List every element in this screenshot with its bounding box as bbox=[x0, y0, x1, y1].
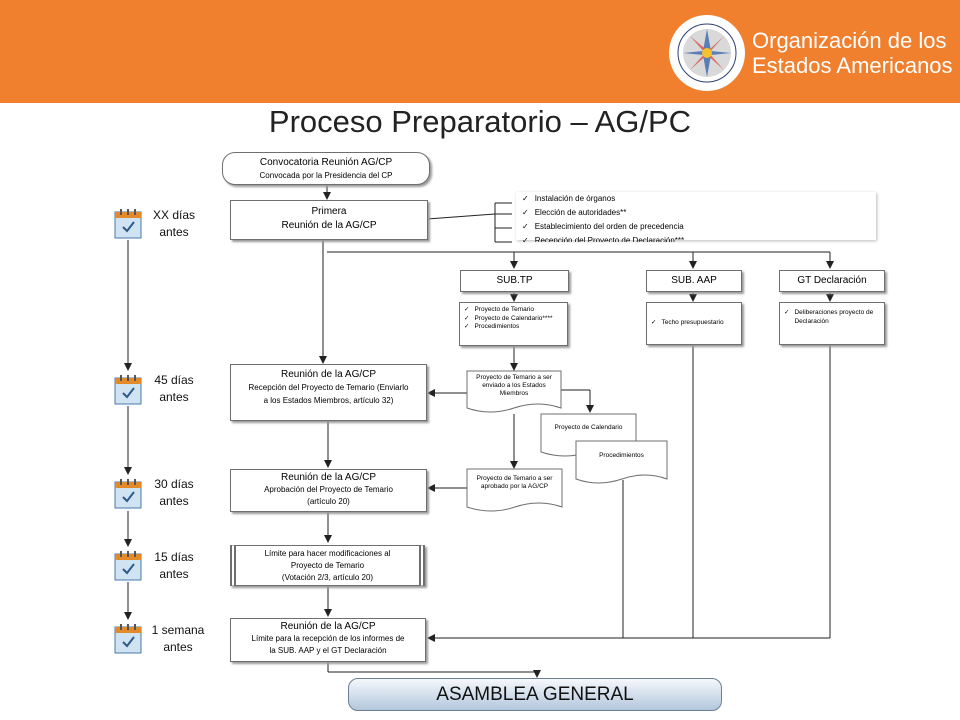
calendar-icon bbox=[114, 624, 142, 654]
doc-proyecto-calendario: Proyecto de Calendario bbox=[554, 424, 623, 431]
convocatoria-title: Convocatoria Reunión AG/CP bbox=[259, 157, 393, 168]
primera-checklist: Instalación de órganos Elección de autor… bbox=[516, 192, 876, 242]
calendar-icon bbox=[114, 479, 142, 509]
timeline-label-line1: XX días bbox=[152, 208, 196, 222]
oas-seal-icon bbox=[669, 15, 745, 91]
timeline-label-line1: 1 semana bbox=[151, 623, 205, 637]
reunion-45-box: Reunión de la AG/CP Recepción del Proyec… bbox=[230, 364, 427, 421]
timeline-label: 15 días antes bbox=[139, 549, 209, 583]
reunion-1-semana-box: Reunión de la AG/CP Límite para la recep… bbox=[230, 618, 426, 662]
timeline-label-line1: 15 días bbox=[154, 550, 194, 564]
timeline-label: 1 semana antes bbox=[143, 622, 213, 656]
convocatoria-subtitle: Convocada por la Presidencia del CP bbox=[259, 171, 393, 180]
sub-tp-item: Proyecto de Temario bbox=[464, 306, 564, 315]
timeline-label-line2: antes bbox=[159, 494, 189, 508]
reunion-30-line2: Aprobación del Proyecto de Temario bbox=[264, 485, 393, 494]
primera-line2: Reunión de la AG/CP bbox=[281, 220, 377, 231]
page-title: Proceso Preparatorio – AG/PC bbox=[268, 104, 692, 139]
timeline-label-line2: antes bbox=[159, 567, 189, 581]
reunion-30-line3: (artículo 20) bbox=[307, 497, 350, 506]
timeline-label-line1: 30 días bbox=[154, 477, 194, 491]
limite-15-box: Límite para hacer modificaciones al Proy… bbox=[230, 545, 425, 586]
gt-list: Deliberaciones proyecto de Declaración bbox=[779, 302, 885, 345]
sub-tp-item: Proyecto de Calendario**** bbox=[464, 315, 564, 324]
timeline-label: 30 días antes bbox=[139, 476, 209, 510]
org-line-2: Estados Americanos bbox=[752, 53, 953, 78]
reunion-30-box: Reunión de la AG/CP Aprobación del Proye… bbox=[230, 469, 427, 512]
checklist-item: Elección de autoridades** bbox=[522, 206, 876, 220]
timeline-label-line2: antes bbox=[163, 640, 193, 654]
sub-tp-item: Procedimientos bbox=[464, 323, 564, 332]
timeline-label-line1: 45 días bbox=[154, 373, 194, 387]
checklist-item: Instalación de órganos bbox=[522, 192, 876, 206]
organization-name: Organización de los Estados Americanos bbox=[752, 28, 953, 78]
doc-temario-aprobado: Proyecto de Temario a ser aprobado por l… bbox=[476, 475, 553, 490]
header-band: Organización de los Estados Americanos bbox=[0, 0, 960, 103]
timeline-label: 45 días antes bbox=[139, 372, 209, 406]
primera-line1: Primera bbox=[311, 206, 347, 217]
reunion-45-title: Reunión de la AG/CP bbox=[280, 369, 377, 380]
limite-15-line1: Límite para hacer modificaciones al bbox=[264, 549, 391, 558]
timeline-label: XX días antes bbox=[139, 207, 209, 241]
reunion-45-line3: a los Estados Miembros, artículo 32) bbox=[263, 396, 394, 405]
doc-temario-enviado: Proyecto de Temario a ser enviado a los … bbox=[476, 374, 552, 397]
sub-tp-list: Proyecto de Temario Proyecto de Calendar… bbox=[459, 302, 568, 346]
sub-aap-item: Techo presupuestario bbox=[651, 319, 738, 328]
primera-reunion-box: Primera Reunión de la AG/CP bbox=[230, 200, 428, 240]
calendar-icon bbox=[114, 551, 142, 581]
reunion-30-title: Reunión de la AG/CP bbox=[280, 472, 377, 483]
limite-15-line3: (Votación 2/3, artículo 20) bbox=[281, 573, 374, 582]
convocatoria-box: Convocatoria Reunión AG/CP Convocada por… bbox=[222, 152, 430, 185]
gt-item: Deliberaciones proyecto de Declaración bbox=[784, 309, 881, 326]
gt-declaracion-title: GT Declaración bbox=[779, 270, 885, 292]
reunion-1s-line2: Límite para la recepción de los informes… bbox=[251, 634, 405, 643]
sub-tp-title: SUB.TP bbox=[460, 270, 569, 292]
limite-15-line2: Proyecto de Temario bbox=[290, 561, 365, 570]
doc-procedimientos: Procedimientos bbox=[599, 452, 644, 459]
checklist-item: Recepción del Proyecto de Declaración*** bbox=[522, 234, 876, 242]
reunion-1s-title: Reunión de la AG/CP bbox=[280, 621, 376, 632]
reunion-1s-line3: la SUB. AAP y el GT Declaración bbox=[269, 646, 387, 655]
timeline-label-line2: antes bbox=[159, 225, 189, 239]
timeline-label-line2: antes bbox=[159, 390, 189, 404]
checklist-item: Establecimiento del orden de precedencia bbox=[522, 220, 876, 234]
sub-aap-title: SUB. AAP bbox=[646, 270, 742, 292]
calendar-icon bbox=[114, 375, 142, 405]
org-line-1: Organización de los bbox=[752, 28, 947, 53]
reunion-45-line2: Recepción del Proyecto de Temario (Envia… bbox=[248, 383, 409, 392]
sub-aap-list: Techo presupuestario bbox=[646, 302, 742, 345]
calendar-icon bbox=[114, 209, 142, 239]
asamblea-general-box: ASAMBLEA GENERAL bbox=[348, 678, 722, 711]
